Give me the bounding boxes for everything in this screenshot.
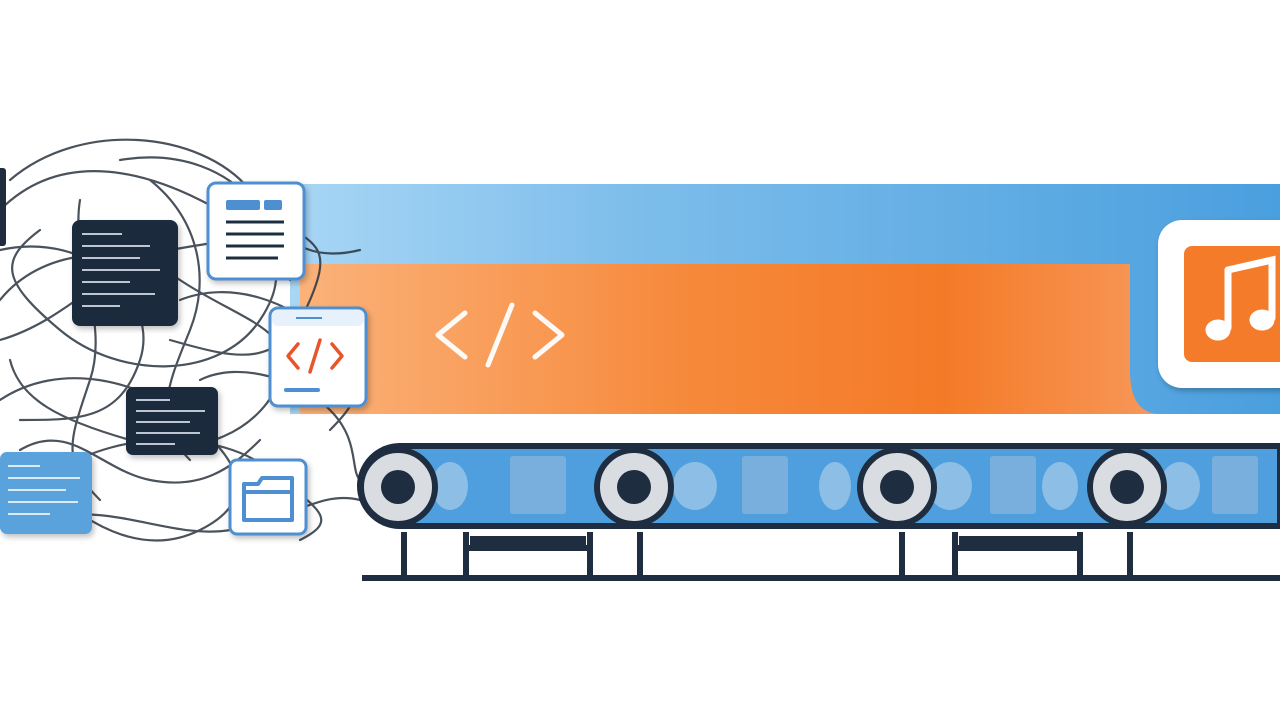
document-card[interactable] — [206, 181, 306, 281]
folder-card[interactable] — [228, 458, 308, 536]
document-icon — [226, 200, 284, 260]
music-note-icon — [1205, 255, 1276, 341]
roller — [857, 447, 937, 527]
roller — [358, 447, 438, 527]
roller — [594, 447, 674, 527]
conveyor-belt — [357, 443, 1280, 581]
blue-data-card — [0, 452, 92, 534]
code-brackets-icon — [435, 302, 565, 368]
music-app-tile[interactable] — [1158, 220, 1280, 388]
code-file-icon — [286, 338, 344, 374]
folder-icon — [242, 476, 294, 522]
dark-code-card — [72, 220, 178, 326]
roller — [1087, 447, 1167, 527]
dark-card-fragment — [0, 168, 6, 246]
code-file-card[interactable] — [268, 306, 368, 408]
orange-stream — [300, 264, 1160, 414]
dark-code-card-small — [126, 387, 218, 455]
